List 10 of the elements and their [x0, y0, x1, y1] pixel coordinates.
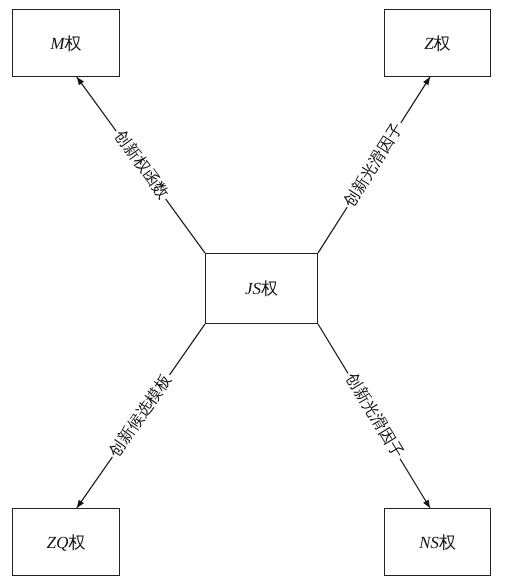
node-label: M权: [50, 32, 82, 54]
process-box: [384, 9, 491, 77]
process-box: [205, 253, 318, 324]
process-box: [12, 508, 120, 576]
node-label: Z权: [424, 32, 451, 54]
node-label: NS权: [419, 532, 456, 554]
node-label: JS权: [244, 278, 278, 300]
node-label: ZQ权: [46, 532, 86, 554]
process-box: [384, 508, 491, 576]
process-box: [12, 9, 120, 77]
